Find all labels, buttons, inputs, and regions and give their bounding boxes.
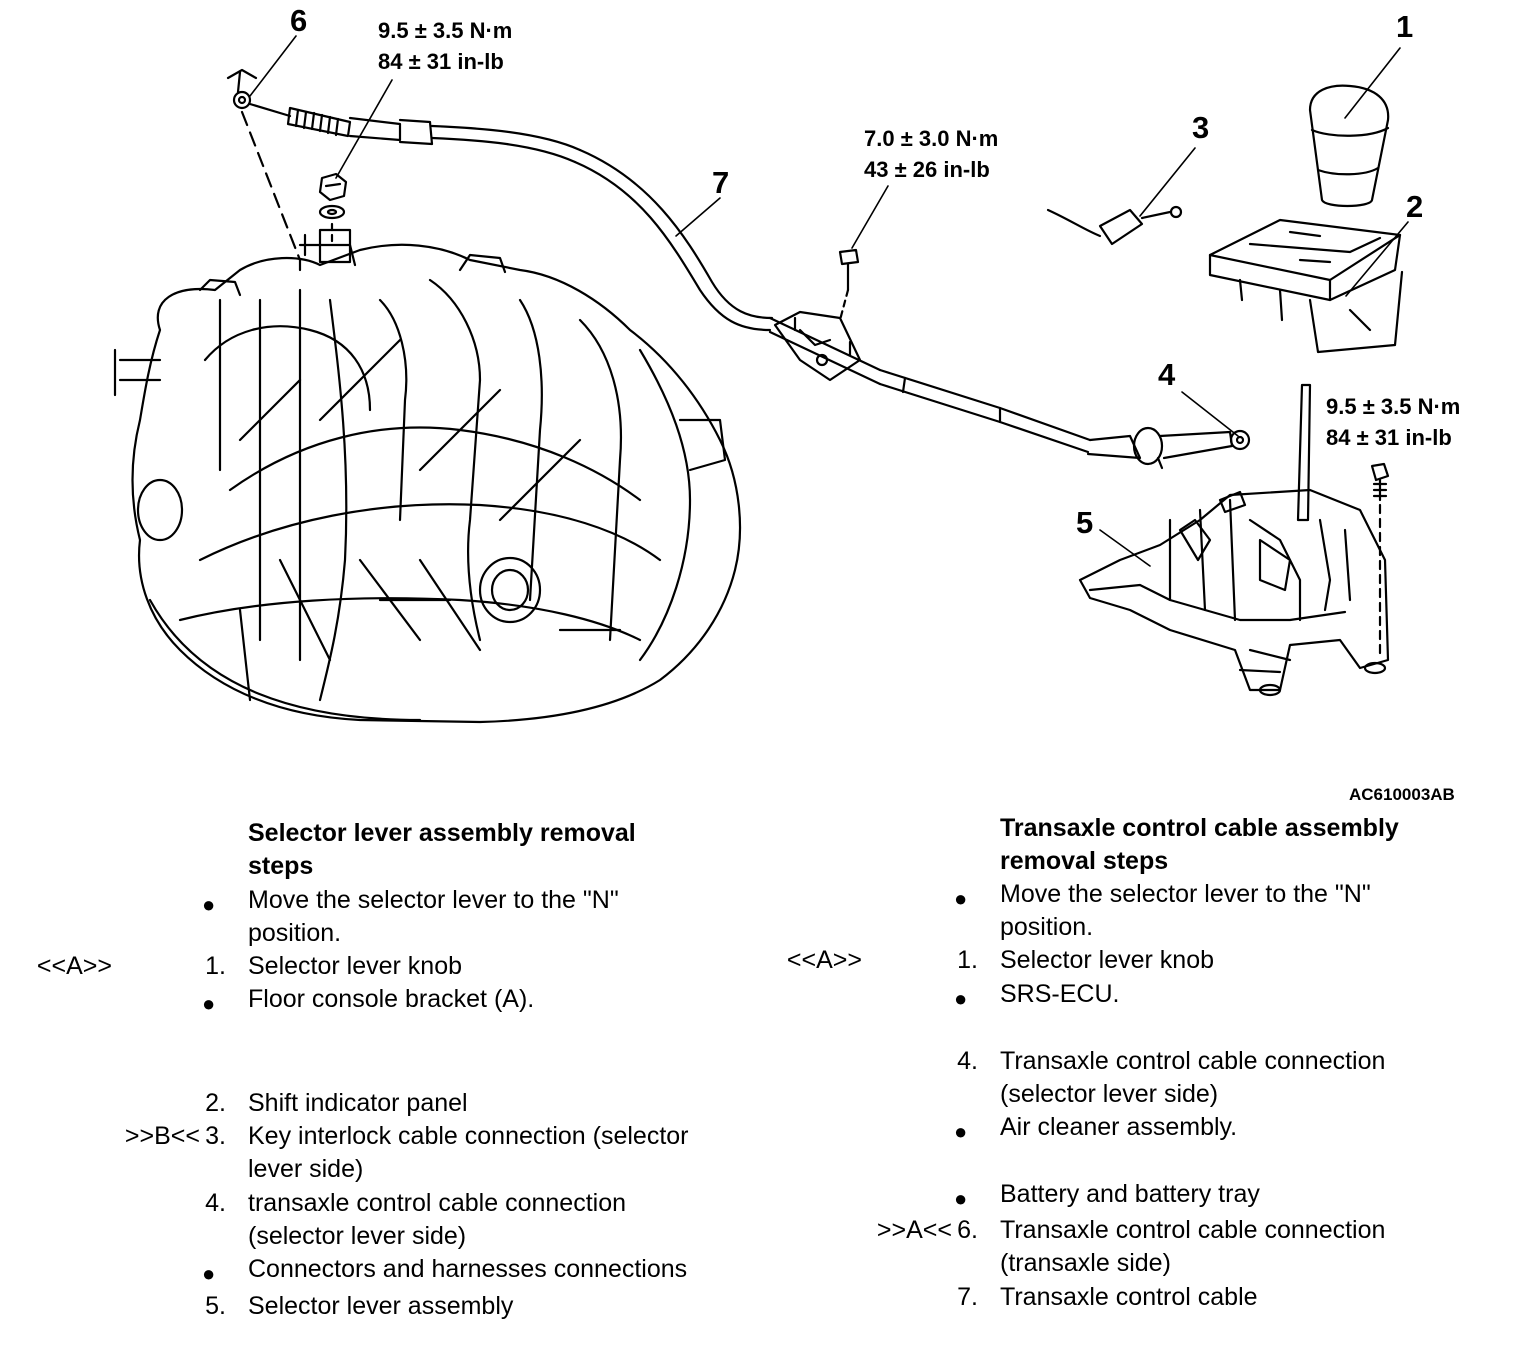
callouts: 1 2 3 4 5 6 7	[290, 3, 1423, 540]
cable-bracket	[773, 248, 862, 382]
left-num-1: 1.	[205, 952, 226, 980]
bullet: ●	[954, 986, 968, 1011]
bullet: ●	[202, 892, 216, 917]
left-step-7: Selector lever assembly	[248, 1292, 514, 1320]
right-step-4: Air cleaner assembly.	[1000, 1113, 1238, 1141]
leader-lines	[249, 35, 1409, 567]
bullet: ●	[202, 1261, 216, 1286]
right-step-0-line1: Move the selector lever to the "N"	[1000, 880, 1371, 908]
left-step-4-line1: Key interlock cable connection (selector	[248, 1122, 689, 1150]
torque-specs: 9.5 ± 3.5 N·m 84 ± 31 in-lb 7.0 ± 3.0 N·…	[378, 18, 1460, 450]
left-step-5-line1: transaxle control cable connection	[248, 1189, 627, 1217]
callout-5: 5	[1076, 505, 1093, 540]
callout-4: 4	[1158, 357, 1176, 392]
right-step-7: Transaxle control cable	[1000, 1283, 1258, 1311]
right-title-line2: removal steps	[1000, 847, 1169, 875]
right-step-6-line2: (transaxle side)	[1000, 1249, 1171, 1277]
right-title-line1: Transaxle control cable assembly	[1000, 814, 1399, 842]
right-step-3-line2: (selector lever side)	[1000, 1080, 1219, 1108]
nut-and-washer	[318, 172, 348, 247]
figure-id: AC610003AB	[1349, 785, 1455, 800]
left-title-line1: Selector lever assembly removal	[248, 819, 636, 847]
left-step-4-line2: lever side)	[248, 1155, 364, 1183]
torque-nm-cable-end: 9.5 ± 3.5 N·m	[378, 18, 512, 43]
left-title-line2: steps	[248, 852, 314, 880]
left-step-5-line2: (selector lever side)	[248, 1222, 467, 1250]
cable-transaxle-end	[226, 68, 582, 272]
left-step-2: Floor console bracket (A).	[248, 985, 535, 1013]
left-num-4: 4.	[205, 1189, 226, 1217]
right-step-2: SRS-ECU.	[1000, 980, 1120, 1008]
bullet: ●	[202, 991, 216, 1016]
bullet: ●	[954, 886, 968, 911]
selector-bolt	[1370, 462, 1390, 657]
left-step-3: Shift indicator panel	[248, 1089, 468, 1117]
left-step-1: Selector lever knob	[248, 952, 463, 980]
right-mark-1: <<A>>	[786, 946, 862, 974]
left-step-0-line2: position.	[248, 919, 342, 947]
selector-lever-knob	[1308, 84, 1390, 208]
transaxle-drawing	[113, 228, 742, 724]
bullet: ●	[954, 1186, 968, 1211]
shift-indicator-panel	[1208, 218, 1404, 354]
right-num-4: 4.	[957, 1047, 978, 1075]
left-step-0-line1: Move the selector lever to the "N"	[248, 886, 619, 914]
left-num-2: 2.	[205, 1089, 226, 1117]
left-num-5: 5.	[205, 1292, 226, 1320]
right-num-6: 6.	[957, 1216, 978, 1244]
selector-lever-assembly	[1078, 383, 1390, 697]
right-step-6-line1: Transaxle control cable connection	[1000, 1216, 1386, 1244]
right-step-5: Battery and battery tray	[1000, 1180, 1260, 1208]
right-step-3-line1: Transaxle control cable connection	[1000, 1047, 1386, 1075]
callout-3: 3	[1192, 110, 1209, 145]
left-step-6: Connectors and harnesses connections	[248, 1255, 688, 1283]
left-num-3: 3.	[205, 1122, 226, 1150]
exploded-diagram: 1 2 3 4 5 6 7 9.5 ± 3.5 N·m 84 ± 31 in-l…	[113, 3, 1460, 800]
torque-inlb-selector: 84 ± 31 in-lb	[1326, 425, 1452, 450]
torque-inlb-bracket: 43 ± 26 in-lb	[864, 157, 990, 182]
right-step-1: Selector lever knob	[1000, 946, 1215, 974]
torque-nm-bracket: 7.0 ± 3.0 N·m	[864, 126, 998, 151]
right-mark-6: >>A<<	[876, 1216, 952, 1244]
left-mark-3: >>B<<	[124, 1122, 200, 1150]
callout-7: 7	[712, 165, 729, 200]
bullet: ●	[954, 1119, 968, 1144]
left-mark-1: <<A>>	[36, 952, 112, 980]
torque-nm-selector: 9.5 ± 3.5 N·m	[1326, 394, 1460, 419]
right-num-1: 1.	[957, 946, 978, 974]
callout-6: 6	[290, 3, 307, 38]
key-interlock-cable	[1046, 205, 1183, 246]
callout-2: 2	[1406, 189, 1423, 224]
callout-1: 1	[1396, 9, 1413, 44]
right-num-7: 7.	[957, 1283, 978, 1311]
torque-inlb-cable-end: 84 ± 31 in-lb	[378, 49, 504, 74]
transaxle-control-cable	[573, 148, 1251, 470]
right-step-0-line2: position.	[1000, 913, 1094, 941]
